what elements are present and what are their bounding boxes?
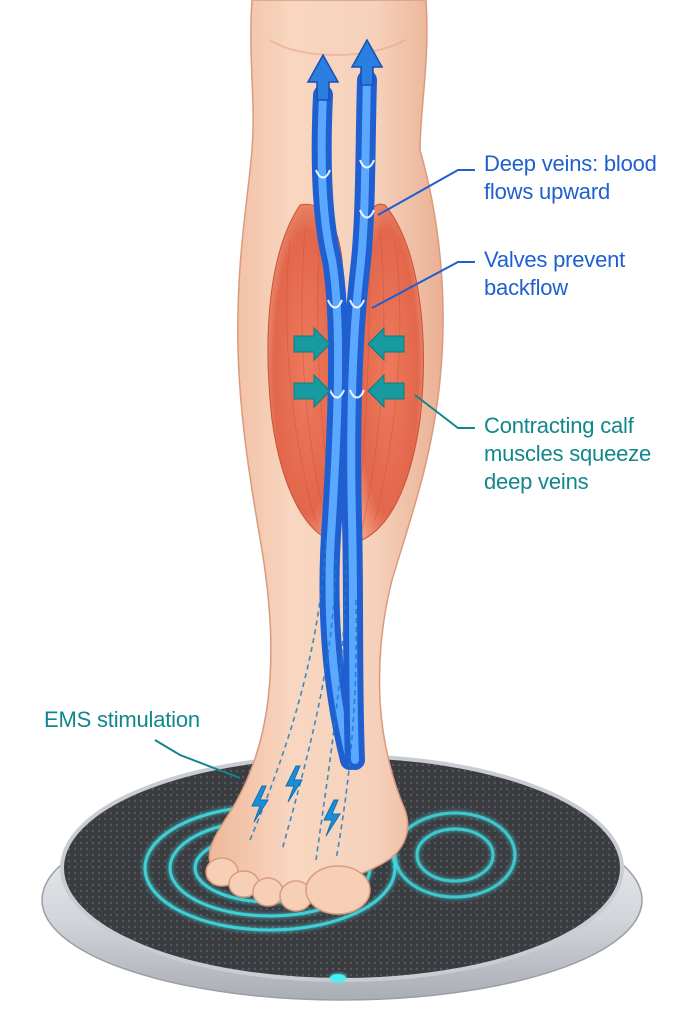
label-deep-veins: Deep veins: blood flows upward xyxy=(484,151,657,204)
label-valves: Valves prevent backflow xyxy=(484,247,626,300)
knee-shadow xyxy=(269,39,406,56)
squeeze-arrow-icon xyxy=(293,326,405,409)
led-indicator-icon xyxy=(330,974,346,982)
vein-left-highlight xyxy=(317,91,354,764)
up-arrow-icon xyxy=(306,38,384,101)
leader-deep-veins xyxy=(377,169,475,216)
label-ems-stimulation: EMS stimulation xyxy=(44,707,200,732)
vein-valves xyxy=(315,159,375,399)
leader-ems xyxy=(154,739,241,779)
deep-veins xyxy=(306,38,384,770)
toes xyxy=(205,857,371,915)
leader-contracting xyxy=(414,394,475,429)
vein-right-highlight xyxy=(347,76,371,764)
label-contracting-muscles: Contracting calf muscles squeeze deep ve… xyxy=(484,413,651,494)
ems-nerve-pathways xyxy=(249,539,358,861)
lightning-bolt-icon xyxy=(251,765,341,837)
leader-valves xyxy=(371,261,475,309)
leader-lines xyxy=(154,169,475,779)
